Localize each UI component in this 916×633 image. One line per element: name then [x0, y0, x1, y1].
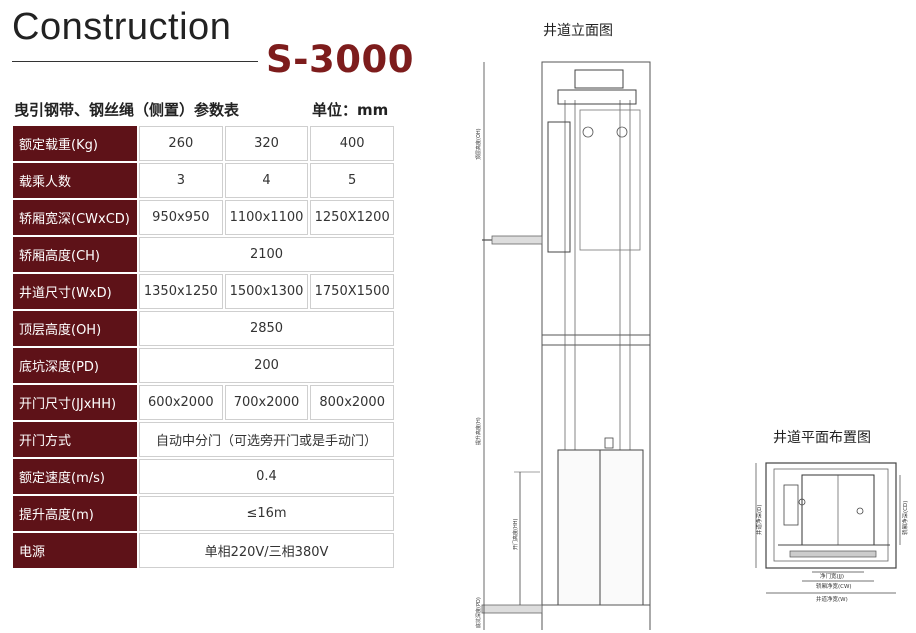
row-values: 单相220V/三相380V — [139, 533, 394, 568]
row-values: 2850 — [139, 311, 394, 346]
table-cell: 700x2000 — [224, 385, 309, 420]
table-cell: 320 — [224, 126, 309, 161]
table-row: 额定速度(m/s)0.4 — [13, 459, 394, 494]
table-subtitle: 曳引钢带、钢丝绳（侧置）参数表 — [14, 101, 240, 119]
table-cell: 2850 — [139, 311, 394, 346]
table-row: 顶层高度(OH)2850 — [13, 311, 394, 346]
row-label: 开门方式 — [13, 422, 137, 457]
table-cell: 3 — [139, 163, 223, 198]
row-label: 顶层高度(OH) — [13, 311, 137, 346]
landing-slab-lower — [481, 604, 543, 614]
oh-label: 顶层高度(OH) — [475, 128, 482, 160]
cw-label: 轿厢净宽(CW) — [816, 582, 852, 590]
row-values: ≤16m — [139, 496, 394, 531]
door-sill — [789, 550, 877, 558]
hh-label: 开门高度(HH) — [512, 519, 519, 550]
row-label: 载乘人数 — [13, 163, 137, 198]
table-cell: 2100 — [139, 237, 394, 272]
unit-label: 单位：mm — [312, 101, 389, 119]
table-cell: 1100x1100 — [224, 200, 309, 235]
table-cell: ≤16m — [139, 496, 394, 531]
table-cell: 400 — [310, 126, 395, 161]
table-cell: 1750X1500 — [310, 274, 395, 309]
row-values: 0.4 — [139, 459, 394, 494]
row-label: 底坑深度(PD) — [13, 348, 137, 383]
door-operator — [604, 437, 614, 449]
row-values: 自动中分门（可选旁开门或是手动门） — [139, 422, 394, 457]
table-cell: 1250X1200 — [310, 200, 395, 235]
rail-mount-right — [856, 507, 864, 515]
row-values: 200 — [139, 348, 394, 383]
table-cell: 200 — [139, 348, 394, 383]
row-values: 2100 — [139, 237, 394, 272]
table-cell: 600x2000 — [139, 385, 223, 420]
plan-title: 井道平面布置图 — [773, 430, 871, 446]
table-cell: 5 — [310, 163, 395, 198]
table-row: 轿厢高度(CH)2100 — [13, 237, 394, 272]
w-label: 井道净宽(W) — [816, 595, 848, 603]
jj-label: 净门宽(JJ) — [820, 572, 844, 580]
page-title: Construction — [12, 6, 232, 48]
table-cell: 800x2000 — [310, 385, 395, 420]
table-row: 底坑深度(PD)200 — [13, 348, 394, 383]
table-cell: 单相220V/三相380V — [139, 533, 394, 568]
row-label: 开门尺寸(JJxHH) — [13, 385, 137, 420]
table-cell: 4 — [224, 163, 309, 198]
elevation-diagram: 顶层高度(OH) 提升高度(H) 开门高度(HH) 底坑深度(PD) — [475, 61, 651, 630]
plan-diagram: 井道净深(D) 轿厢净深(CD) 净门宽(JJ) 轿厢净宽(CW) 井道净宽(W… — [755, 462, 909, 603]
table-cell: 260 — [139, 126, 223, 161]
table-cell: 1500x1300 — [224, 274, 309, 309]
table-cell: 1350x1250 — [139, 274, 223, 309]
rail-mount-left — [798, 498, 806, 506]
table-cell: 自动中分门（可选旁开门或是手动门） — [139, 422, 394, 457]
table-row: 开门方式自动中分门（可选旁开门或是手动门） — [13, 422, 394, 457]
pulley-right — [616, 126, 628, 138]
d-label: 井道净深(D) — [755, 504, 763, 535]
title-underline — [12, 61, 258, 62]
row-label: 额定速度(m/s) — [13, 459, 137, 494]
counterweight-upper — [547, 121, 571, 253]
hoistway-outline — [541, 61, 651, 630]
landing-slab-upper — [491, 235, 543, 245]
row-label: 额定载重(Kg) — [13, 126, 137, 161]
row-label: 提升高度(m) — [13, 496, 137, 531]
row-label: 电源 — [13, 533, 137, 568]
table-row: 提升高度(m)≤16m — [13, 496, 394, 531]
car-upper — [579, 109, 641, 251]
table-cell: 0.4 — [139, 459, 394, 494]
table-row: 电源单相220V/三相380V — [13, 533, 394, 568]
row-label: 井道尺寸(WxD) — [13, 274, 137, 309]
pit-label: 底坑深度(PD) — [475, 597, 482, 628]
traction-machine — [574, 69, 624, 89]
model-name: S-3000 — [266, 38, 414, 81]
table-cell: 950x950 — [139, 200, 223, 235]
shaft-outline — [765, 462, 897, 569]
cd-label: 轿厢净深(CD) — [901, 501, 909, 535]
travel-label: 提升高度(H) — [475, 417, 482, 445]
counterweight-frame — [783, 484, 799, 526]
pulley-left — [582, 126, 594, 138]
row-label: 轿厢宽深(CWxCD) — [13, 200, 137, 235]
shaft-inner-outline — [773, 468, 889, 562]
row-label: 轿厢高度(CH) — [13, 237, 137, 272]
machine-beam — [557, 89, 637, 105]
elevation-title: 井道立面图 — [543, 23, 613, 39]
